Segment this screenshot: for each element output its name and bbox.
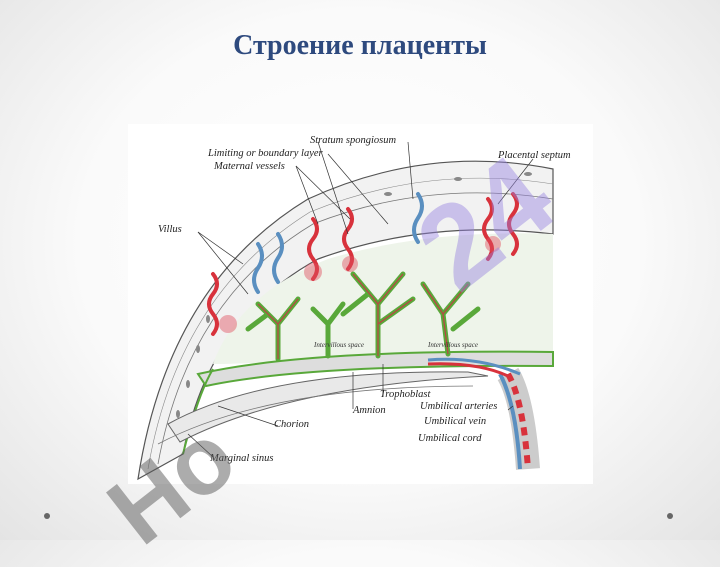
- slide-bullet-left: [44, 513, 50, 519]
- placental-septum-label: Placental septum: [498, 150, 571, 161]
- slide-title: Строение плаценты: [233, 30, 487, 61]
- amnion-label: Amnion: [353, 405, 386, 416]
- stratum-spongiosum-label: Stratum spongiosum: [310, 135, 397, 146]
- placenta-diagram: Stratum spongiosum Limiting or boundary …: [128, 124, 593, 484]
- umbilical-vein-label: Umbilical vein: [424, 416, 487, 427]
- trophoblast-label: Trophoblast: [380, 389, 431, 400]
- chorion-label: Chorion: [274, 419, 310, 430]
- marginal-sinus-label: Marginal sinus: [210, 453, 274, 464]
- umbilical-cord-label: Umbilical cord: [418, 433, 482, 444]
- maternal-vessels-label: Maternal vessels: [214, 161, 285, 172]
- slide-bullet-right: [667, 513, 673, 519]
- intervillous-space-label-1: Intervillous space: [314, 341, 364, 349]
- umbilical-arteries-label: Umbilical arteries: [420, 401, 498, 412]
- limiting-layer-label: Limiting or boundary layer: [208, 148, 323, 159]
- placenta-illustration: [137, 141, 554, 481]
- intervillous-space-label-2: Intervillous space: [428, 341, 478, 349]
- villus-label: Villus: [158, 224, 182, 235]
